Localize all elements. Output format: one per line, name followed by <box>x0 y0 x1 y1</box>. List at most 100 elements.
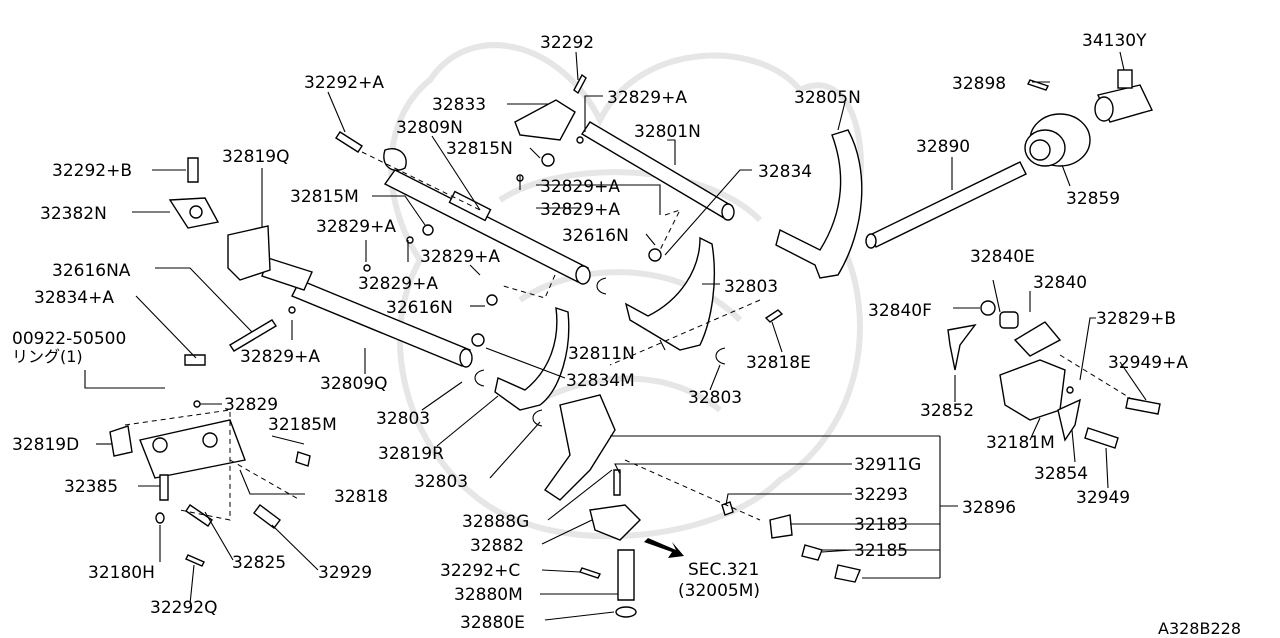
guide-line-3 <box>659 209 681 251</box>
shaft-32890 <box>865 161 1027 249</box>
label-32809q: 32809Q <box>320 374 387 394</box>
label-32183: 32183 <box>854 515 908 535</box>
watermark-emblem <box>388 42 864 540</box>
bolt-32819d <box>109 425 133 457</box>
label-32803-right: 32803 <box>724 277 778 297</box>
label-32829-a-left2: 32829+A <box>420 247 500 267</box>
guide-line-1 <box>361 151 481 211</box>
label-32834: 32834 <box>758 162 812 182</box>
label-32385: 32385 <box>64 477 118 497</box>
label-32819q: 32819Q <box>222 147 289 167</box>
label-32840f: 32840F <box>868 301 932 321</box>
fork-32805n <box>775 129 863 279</box>
label-32805n: 32805N <box>794 88 861 108</box>
bracket-32833 <box>514 99 576 141</box>
label-32911g: 32911G <box>854 455 921 475</box>
ring-32180h <box>155 512 165 524</box>
label-32852: 32852 <box>920 401 974 421</box>
lever-32896 <box>544 394 616 501</box>
label-32803-low: 32803 <box>414 472 468 492</box>
clip-32803-c <box>474 369 485 387</box>
label-32882: 32882 <box>470 536 524 556</box>
label-32292-b: 32292+B <box>52 161 132 181</box>
label-32293: 32293 <box>854 485 908 505</box>
label-32292-a: 32292+A <box>304 73 384 93</box>
label-32616na: 32616NA <box>52 261 131 281</box>
label-sec321: SEC.321 <box>688 560 759 580</box>
spring-32185 <box>801 544 823 561</box>
label-32829-b: 32829+B <box>1096 309 1176 329</box>
fork-32819r <box>494 306 570 411</box>
linkage-32818 <box>139 419 246 479</box>
boot-32859 <box>1024 113 1091 167</box>
label-32801n: 32801N <box>634 122 701 142</box>
spring-32616na <box>229 319 277 352</box>
label-32890: 32890 <box>916 137 970 157</box>
label-32819d: 32819D <box>12 435 79 455</box>
label-32180h: 32180H <box>88 563 155 583</box>
label-32811n: 32811N <box>568 344 635 364</box>
guide-line-6 <box>229 459 301 501</box>
rail-32809n <box>383 169 591 285</box>
label-32616n-right: 32616N <box>562 226 629 246</box>
spring-32825 <box>185 504 213 527</box>
label-32616n-left: 32616N <box>386 298 453 318</box>
seat-32880e <box>615 606 637 618</box>
pin-32385 <box>159 474 169 501</box>
lever-32882 <box>589 504 641 541</box>
cap-32185-end <box>834 564 861 583</box>
label-32834m: 32834M <box>566 371 635 391</box>
label-ring-qty: リング(1) <box>12 347 83 366</box>
label-32825: 32825 <box>232 553 286 573</box>
label-32854: 32854 <box>1034 464 1088 484</box>
bolt-32834a <box>184 354 206 366</box>
selector-32840 <box>980 300 1062 357</box>
label-32840: 32840 <box>1033 273 1087 293</box>
rod-32880m <box>617 549 635 601</box>
guide-line-2 <box>499 274 556 299</box>
fitting-34130y <box>1094 69 1153 123</box>
bracket-32382n <box>168 197 220 229</box>
label-32840e: 32840E <box>970 247 1035 267</box>
fork-32819q <box>227 225 271 281</box>
label-32292q: 32292Q <box>150 598 217 618</box>
bolt-32949 <box>1084 427 1119 449</box>
label-32815n: 32815N <box>446 139 513 159</box>
label-34130y: 34130Y <box>1082 31 1147 51</box>
label-32829-a-low: 32829+A <box>240 347 320 367</box>
label-32834-a: 32834+A <box>34 288 114 308</box>
label-32880m: 32880M <box>454 585 523 605</box>
bolt-32929 <box>253 504 281 529</box>
label-32949-a: 32949+A <box>1108 353 1188 373</box>
label-32382n: 32382N <box>40 204 107 224</box>
label-32949: 32949 <box>1076 488 1130 508</box>
label-32803-left: 32803 <box>376 409 430 429</box>
label-32829-a-top: 32829+A <box>607 88 687 108</box>
label-32829-a-mid1: 32829+A <box>540 177 620 197</box>
clip-32803-a <box>596 277 607 295</box>
label-00922-50500: 00922-50500 <box>12 329 126 349</box>
label-32880e: 32880E <box>460 613 525 633</box>
label-32185: 32185 <box>854 541 908 561</box>
leader-lines <box>84 51 1147 621</box>
housing-32181m <box>999 359 1066 421</box>
lever-32854 <box>1057 398 1081 442</box>
label-32829-a-mid2: 32829+A <box>540 200 620 220</box>
label-32888g: 32888G <box>462 512 529 532</box>
label-32829-a-left3: 32829+A <box>358 274 438 294</box>
fork-32811n <box>624 236 716 351</box>
label-32803-mid: 32803 <box>688 388 742 408</box>
label-32829-a-left1: 32829+A <box>316 217 396 237</box>
label-32809n: 32809N <box>396 118 463 138</box>
label-32896: 32896 <box>962 498 1016 518</box>
clip-32803-b <box>715 347 726 365</box>
label-32929: 32929 <box>318 563 372 583</box>
guide-line-4 <box>609 299 761 366</box>
bushing-32183 <box>769 514 793 539</box>
guide-line-8 <box>1059 354 1131 399</box>
label-32292: 32292 <box>540 33 594 53</box>
label-32818: 32818 <box>334 487 388 507</box>
lever-32852 <box>947 323 977 371</box>
label-32292-c: 32292+C <box>440 561 520 581</box>
